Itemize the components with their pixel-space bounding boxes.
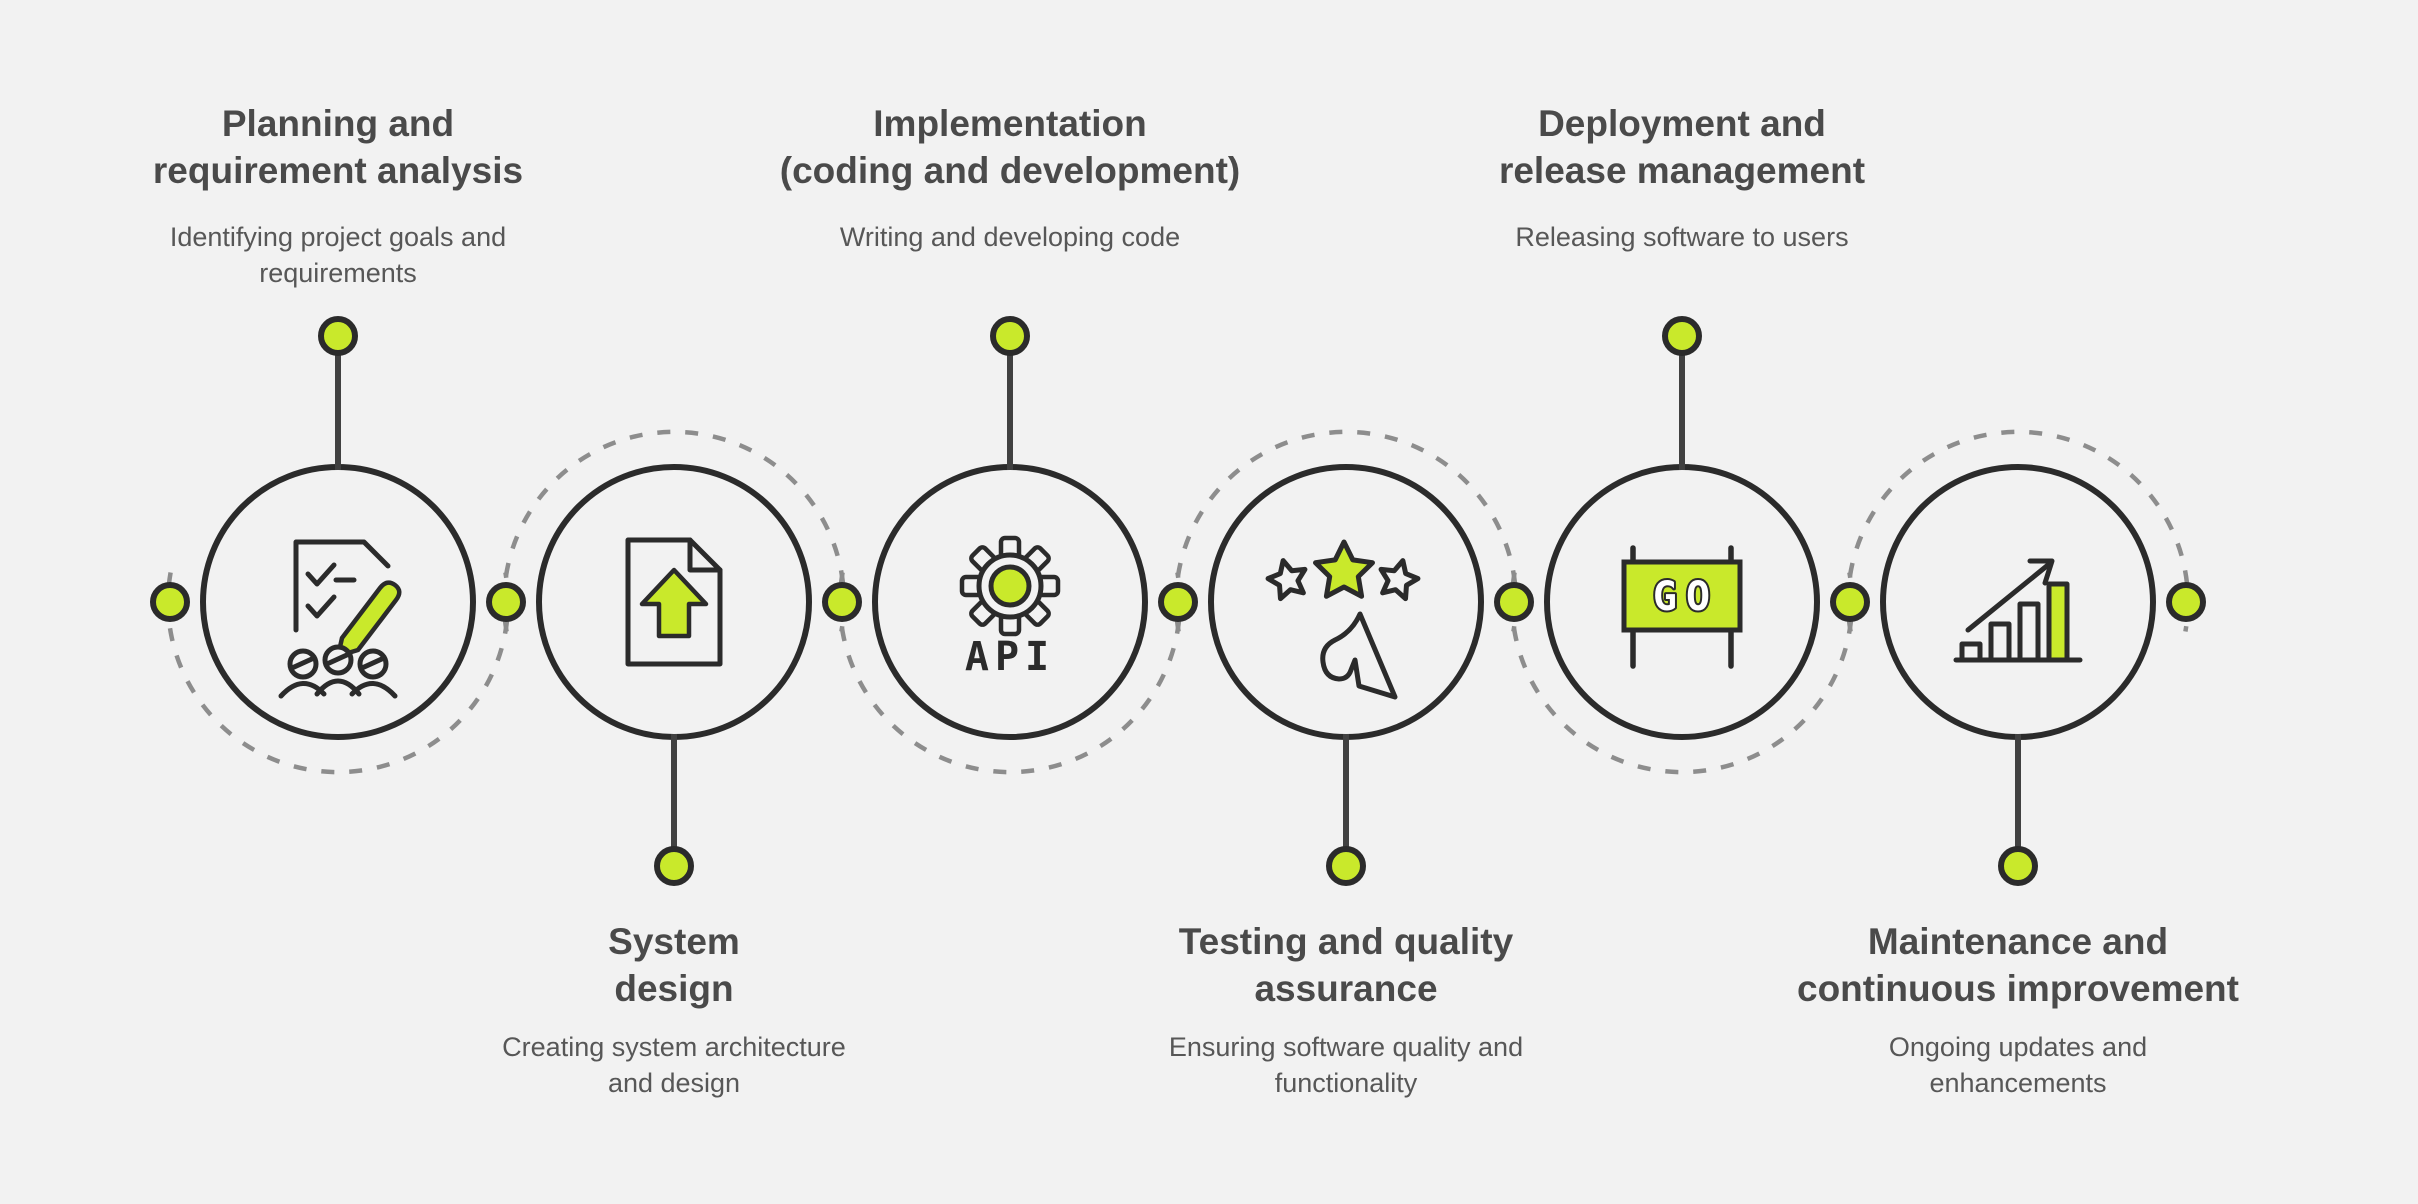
stem-dot	[1326, 846, 1366, 886]
document-outline	[293, 539, 391, 633]
stage-circle-planning	[200, 464, 476, 740]
trend-arrow-shaft	[1965, 562, 2051, 633]
stage-subtitle-deployment: Releasing software to users	[1515, 222, 1849, 252]
chart-bar-highlight	[2046, 581, 2070, 663]
star-outline-right	[1378, 558, 1421, 602]
go-banner-icon: GO	[1621, 545, 1743, 669]
stage-title-system-design: System design	[608, 921, 740, 1010]
star-filled-center	[1313, 539, 1375, 599]
stem-dot	[318, 316, 358, 356]
people-shoulders	[278, 678, 398, 699]
stem-dot	[654, 846, 694, 886]
gear-center	[988, 564, 1032, 608]
dashed-arc-maintenance	[1845, 429, 2191, 632]
node-dot	[486, 582, 526, 622]
checkmark	[305, 594, 337, 619]
node-dot	[1830, 582, 1870, 622]
stage-circle-testing	[1208, 464, 1484, 740]
stem-dot	[1662, 316, 1702, 356]
node-dot	[1158, 582, 1198, 622]
star-outline-left	[1265, 558, 1308, 602]
pencil-icon	[335, 580, 402, 659]
label-stem-dots	[318, 316, 2038, 886]
head-stripe	[324, 651, 352, 667]
node-dot	[150, 582, 190, 622]
growth-chart-icon	[1953, 558, 2083, 663]
stage-subtitle-testing: Ensuring software quality and functional…	[1168, 1032, 1524, 1098]
banner-board	[1621, 559, 1743, 633]
node-dot	[822, 582, 862, 622]
dashed-arc-deployment	[1509, 572, 1855, 775]
upload-arrow	[639, 567, 709, 639]
trend-arrow-head	[2027, 558, 2055, 586]
chart-bar	[1959, 641, 1983, 663]
document-fold	[687, 537, 723, 573]
chart-bar	[1988, 621, 2012, 663]
stage-subtitle-maintenance: Ongoing updates and enhancements	[1888, 1032, 2148, 1098]
checklist-people-icon	[278, 539, 402, 699]
go-label: GO	[1653, 574, 1719, 620]
api-label: API	[965, 634, 1055, 680]
stem-dot	[1998, 846, 2038, 886]
stage-subtitle-system-design: Creating system architecture and design	[502, 1032, 846, 1098]
people-heads	[287, 644, 389, 680]
dashed-connector-arcs	[165, 429, 2191, 775]
node-dot	[2166, 582, 2206, 622]
stars-thumbsup-icon	[1265, 539, 1421, 700]
stage-title-deployment: Deployment and release management	[1498, 103, 1866, 192]
chart-bar	[2017, 601, 2041, 663]
head-stripe	[359, 655, 387, 671]
dashed-arc-testing	[1173, 429, 1519, 632]
gear-api-icon: API	[959, 535, 1061, 680]
stage-title-maintenance: Maintenance and continuous improvement	[1797, 921, 2239, 1010]
stage-title-planning: Planning and requirement analysis	[152, 103, 524, 192]
stage-title-testing: Testing and quality assurance	[1178, 921, 1514, 1010]
stage-subtitle-planning: Identifying project goals and requiremen…	[169, 222, 507, 288]
gear-icon	[959, 535, 1061, 637]
node-dot	[1494, 582, 1534, 622]
document-upload-icon	[625, 537, 723, 667]
stage-circle-maintenance	[1880, 464, 2156, 740]
dashed-arc-implementation	[837, 572, 1183, 775]
stage-subtitle-implementation: Writing and developing code	[839, 222, 1181, 252]
dashed-arc-planning	[165, 572, 511, 775]
stage-title-implementation: Implementation (coding and development)	[779, 103, 1241, 192]
checkmark	[305, 562, 337, 587]
head-stripe	[289, 655, 317, 671]
label-stems	[335, 344, 2021, 860]
thumbs-up-outline	[1320, 611, 1398, 700]
stem-dot	[990, 316, 1030, 356]
dashed-arc-system-design	[501, 429, 847, 632]
connector-node-dots	[150, 582, 2206, 622]
